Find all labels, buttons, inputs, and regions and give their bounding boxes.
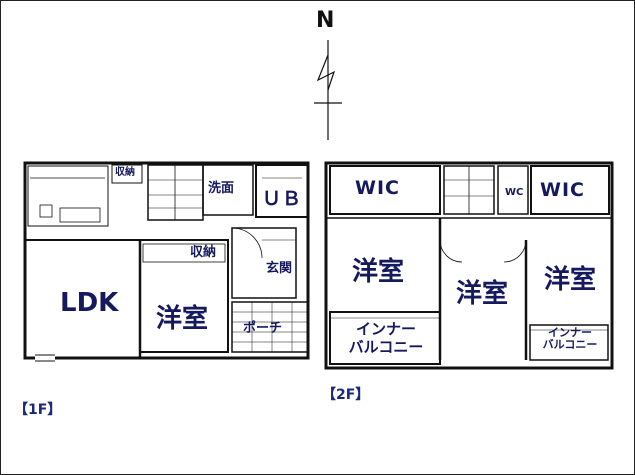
room-washroom: 洗面 (208, 181, 235, 196)
north-arrow (314, 40, 342, 140)
room-entrance: 玄関 (266, 261, 293, 276)
room-bath: ＵＢ (262, 188, 303, 210)
room-inner-balcony-right: インナー バルコニー (534, 327, 606, 351)
room-inner-balcony-left: インナー バルコニー (336, 320, 436, 356)
room-western-2f-right: 洋室 (544, 265, 597, 295)
room-wic-left: WIC (355, 177, 400, 199)
inner-balcony-right-line2: バルコニー (542, 338, 598, 351)
inner-balcony-left-line2: バルコニー (348, 338, 424, 356)
room-western-2f-left: 洋室 (352, 257, 405, 287)
north-label: N (316, 8, 335, 33)
room-western-1f: 洋室 (156, 304, 209, 334)
floor-label-2f: 【2F】 (322, 387, 370, 403)
room-storage-mid: 収納 (190, 245, 217, 260)
room-wic-right: WIC (540, 179, 585, 201)
inner-balcony-right-line1: インナー (548, 326, 592, 339)
room-western-2f-center: 洋室 (456, 279, 509, 309)
room-storage-top: 収納 (115, 167, 135, 178)
first-floor-walls (23, 161, 310, 362)
room-ldk: LDK (60, 288, 119, 318)
room-porch: ポーチ (243, 321, 283, 336)
room-wc: WC (505, 187, 524, 198)
second-floor-walls (324, 161, 614, 370)
inner-balcony-left-line1: インナー (355, 320, 416, 338)
floor-label-1f: 【1F】 (14, 402, 62, 418)
